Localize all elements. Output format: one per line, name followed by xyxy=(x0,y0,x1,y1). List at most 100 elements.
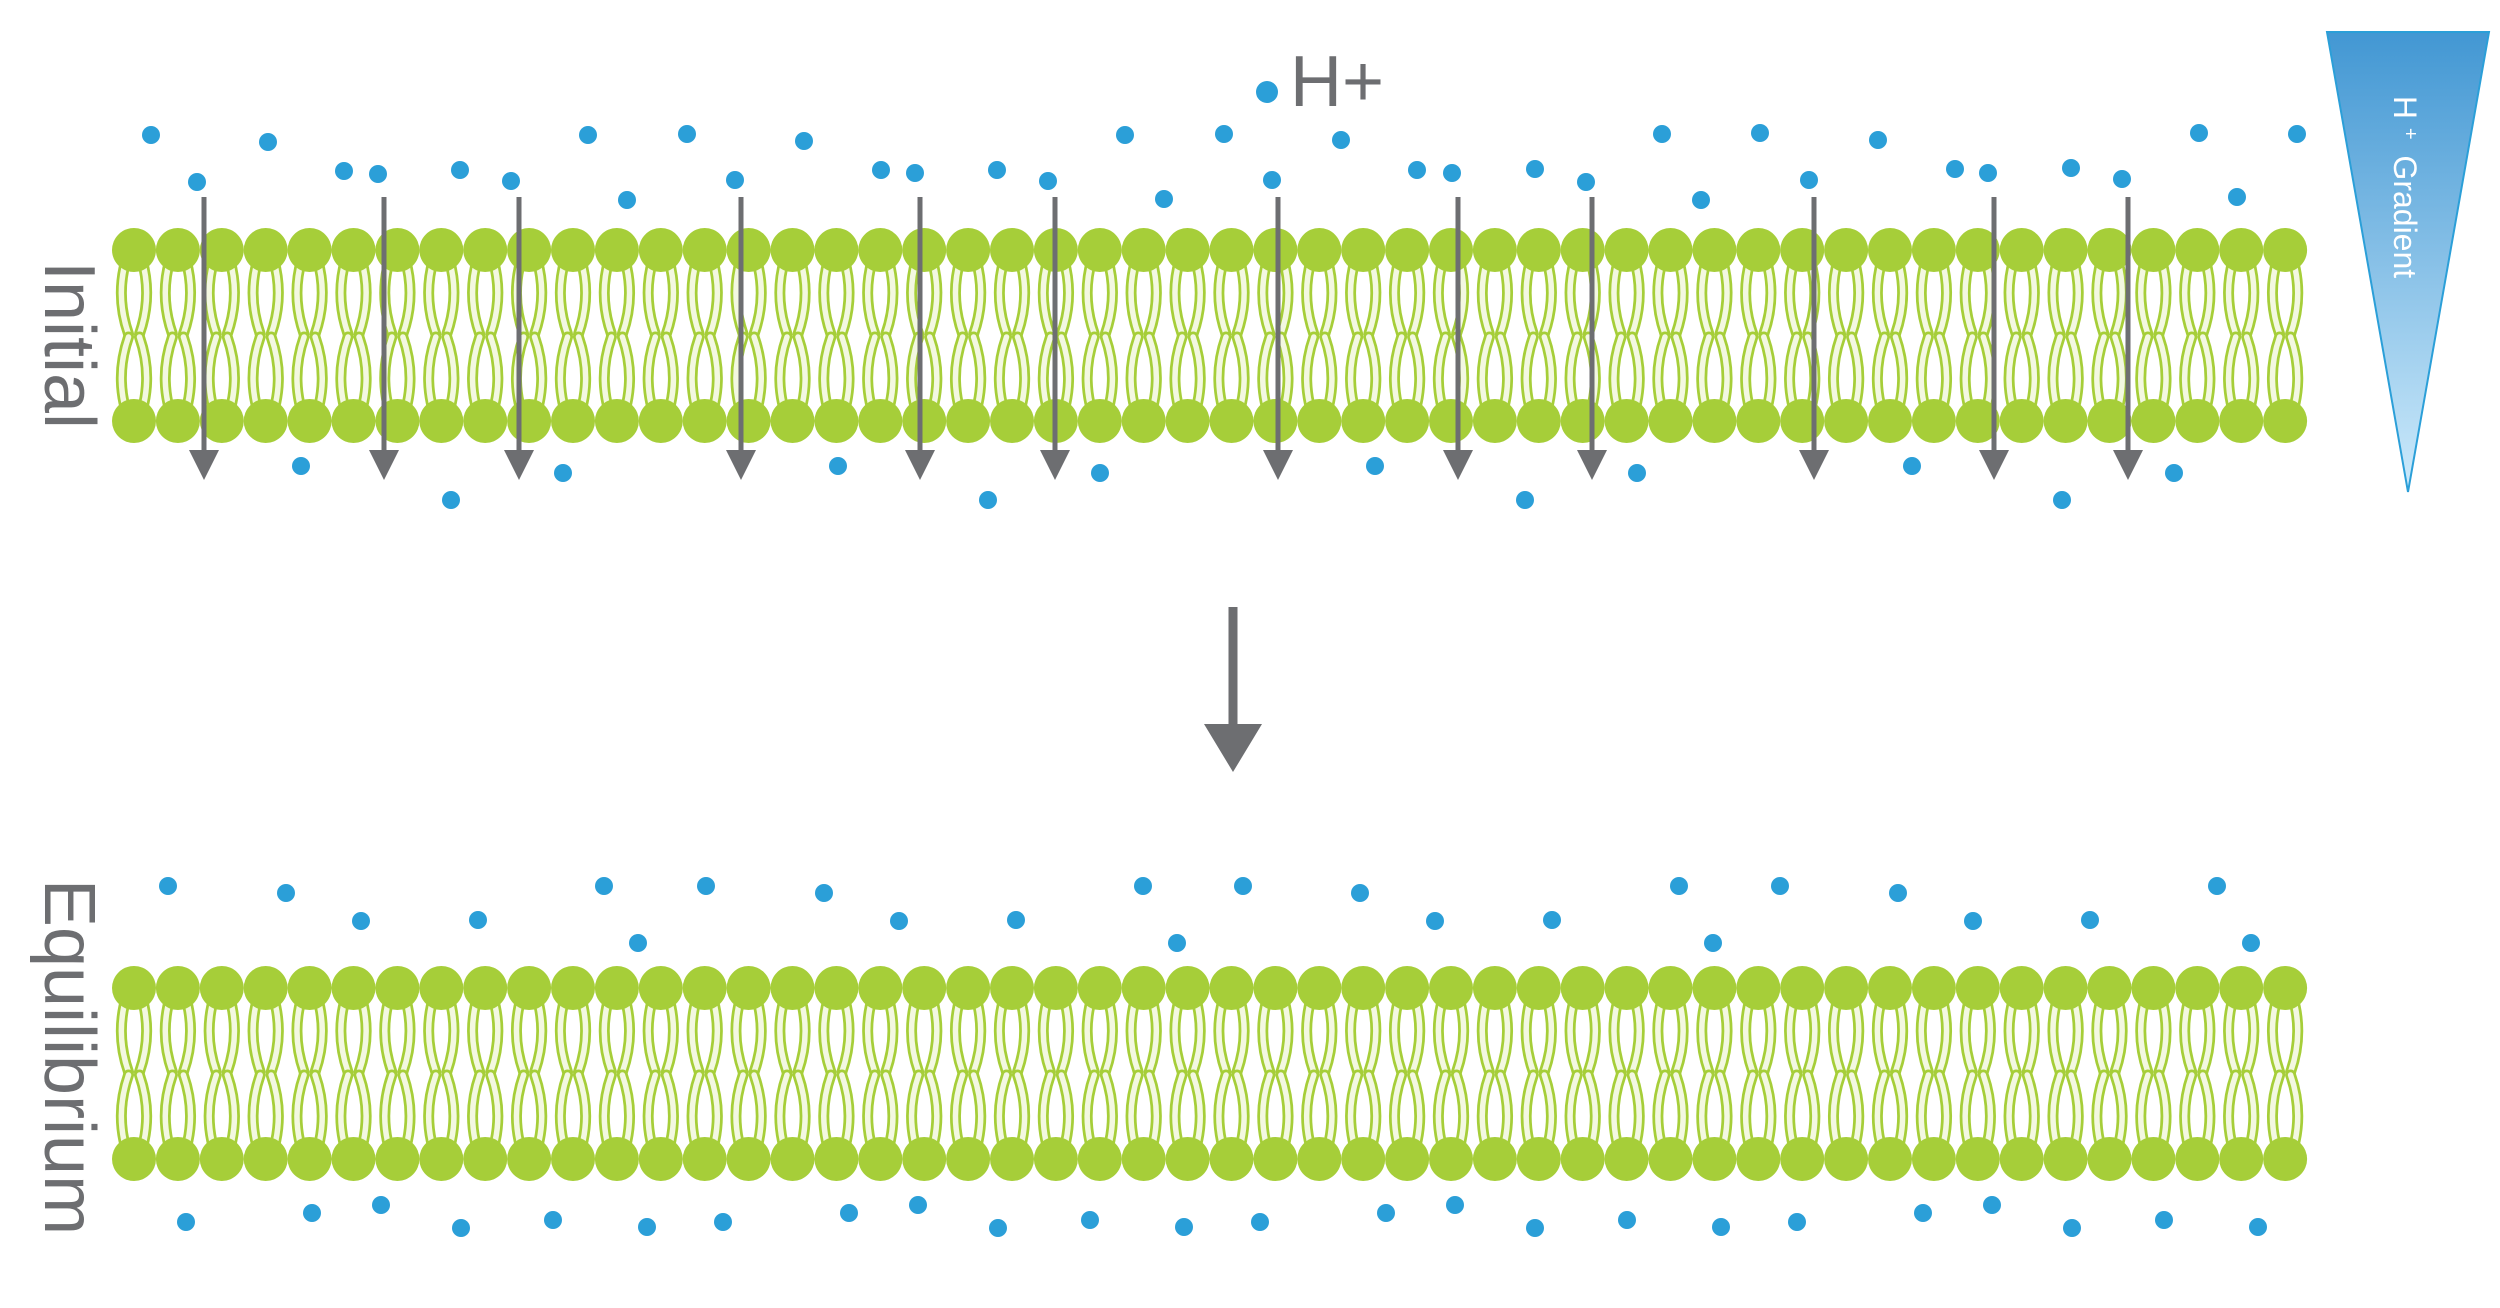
proton-dot xyxy=(1091,464,1109,482)
proton-dot xyxy=(352,912,370,930)
diffusion-arrow-head xyxy=(1040,450,1070,480)
lipid-tail-fill xyxy=(1673,334,1686,406)
lipid-tail-fill xyxy=(1742,1003,1756,1075)
lipid-head xyxy=(1297,966,1342,1010)
lipid-head xyxy=(902,1137,947,1181)
lipid-tail-fill xyxy=(1146,334,1160,406)
lipid-head xyxy=(594,399,639,443)
lipid-tail-fill xyxy=(2269,334,2283,406)
lipid-tail-fill xyxy=(883,265,896,337)
lipid-tail-fill xyxy=(250,1072,263,1144)
lipid-tail-fill xyxy=(1848,1072,1862,1144)
lipid-tail-fill xyxy=(180,265,194,337)
lipid-tail-fill xyxy=(1190,1072,1203,1144)
lipid-tail-fill xyxy=(1541,265,1555,337)
proton-dot xyxy=(909,1196,927,1214)
lipid-tail-fill xyxy=(1014,334,1028,406)
lipid-head xyxy=(594,1137,639,1181)
lipid-tail-fill xyxy=(1699,334,1712,406)
lipid-head xyxy=(243,399,288,443)
lipid-tail-fill xyxy=(1830,334,1844,406)
lipid-tail-fill xyxy=(1322,334,1335,406)
lipid-tail-fill xyxy=(1172,1003,1185,1075)
transition-arrow-icon xyxy=(1204,607,1262,772)
lipid-tail-fill xyxy=(1541,1072,1555,1144)
lipid-tail-fill xyxy=(224,334,238,406)
lipid-tail-fill xyxy=(2225,265,2239,337)
proton-dot xyxy=(579,126,597,144)
proton-dot xyxy=(2228,188,2246,206)
lipid-tail-fill xyxy=(1786,334,1800,406)
lipid-head xyxy=(1736,399,1781,443)
lipid-tail-fill xyxy=(1260,1003,1273,1075)
lipid-head xyxy=(1604,1137,1649,1181)
lipid-tail-fill xyxy=(1102,265,1116,337)
lipid-tail-fill xyxy=(1874,1072,1888,1144)
proton-dot xyxy=(1979,164,1997,182)
lipid-head xyxy=(1516,399,1561,443)
lipid-head xyxy=(331,1137,376,1181)
lipid-head xyxy=(1955,399,2000,443)
lipid-tail-fill xyxy=(1962,334,1976,406)
lipid-head xyxy=(1429,228,1473,272)
lipid-head xyxy=(594,966,639,1010)
lipid-tail-fill xyxy=(821,265,834,337)
lipid-head xyxy=(1077,399,1122,443)
lipid-head xyxy=(419,1137,464,1181)
lipid-tail-fill xyxy=(294,1003,307,1075)
lipid-tail-fill xyxy=(224,1003,238,1075)
lipid-head xyxy=(1165,228,1210,272)
lipid-tail-fill xyxy=(1479,1072,1493,1144)
lipid-tail-fill xyxy=(1365,1003,1379,1075)
lipid-tail-fill xyxy=(996,334,1010,406)
lipid-head xyxy=(155,1137,200,1181)
lipid-tail-fill xyxy=(663,334,677,406)
lipid-head xyxy=(507,399,552,443)
lipid-tail-fill xyxy=(162,334,176,406)
lipid-tail-fill xyxy=(1742,265,1756,337)
lipid-tail-fill xyxy=(206,334,220,406)
lipid-tail-fill xyxy=(1699,265,1712,337)
proton-dot xyxy=(1234,877,1252,895)
lipid-tail-fill xyxy=(1611,334,1624,406)
lipid-tail-fill xyxy=(1058,1003,1072,1075)
proton-dot xyxy=(1889,884,1907,902)
lipid-tail-fill xyxy=(1804,1003,1818,1075)
lipid-tail-fill xyxy=(996,265,1010,337)
lipid-tail-fill xyxy=(1786,1072,1800,1144)
lipid-tail-fill xyxy=(1497,1003,1511,1075)
lipid-head xyxy=(2043,966,2088,1010)
lipid-head xyxy=(112,228,156,272)
equilibrium-label: Equilibrium xyxy=(29,879,109,1235)
proton-dot xyxy=(259,133,277,151)
lipid-tail-fill xyxy=(444,334,457,406)
lipid-tail-fill xyxy=(2006,265,2019,337)
lipid-tail-fill xyxy=(557,1003,571,1075)
lipid-tail-fill xyxy=(1673,1003,1686,1075)
lipid-head xyxy=(112,1137,156,1181)
lipid-tail-fill xyxy=(2024,1003,2038,1075)
lipid-tail-fill xyxy=(2138,334,2151,406)
lipid-tail-fill xyxy=(250,265,263,337)
lipid-tail-fill xyxy=(970,1072,984,1144)
lipid-tail-fill xyxy=(136,334,150,406)
lipid-head xyxy=(463,228,508,272)
lipid-tail-fill xyxy=(1629,334,1642,406)
lipid-head xyxy=(1736,966,1781,1010)
proton-dot xyxy=(726,171,744,189)
proton-dot xyxy=(829,457,847,475)
lipid-tail-fill xyxy=(1014,265,1028,337)
lipid-head xyxy=(375,966,420,1010)
lipid-tail-fill xyxy=(400,1003,413,1075)
proton-dot xyxy=(629,934,647,952)
lipid-head xyxy=(112,966,156,1010)
lipid-tail-fill xyxy=(444,265,457,337)
lipid-tail-fill xyxy=(2225,1072,2239,1144)
lipid-tail-fill xyxy=(2181,1072,2195,1144)
lipid-tail-fill xyxy=(118,265,132,337)
initial-label: Initial xyxy=(29,261,109,429)
lipid-tail-fill xyxy=(425,1072,439,1144)
lipid-tail-fill xyxy=(2112,1003,2125,1075)
lipid-tail-fill xyxy=(619,334,633,406)
